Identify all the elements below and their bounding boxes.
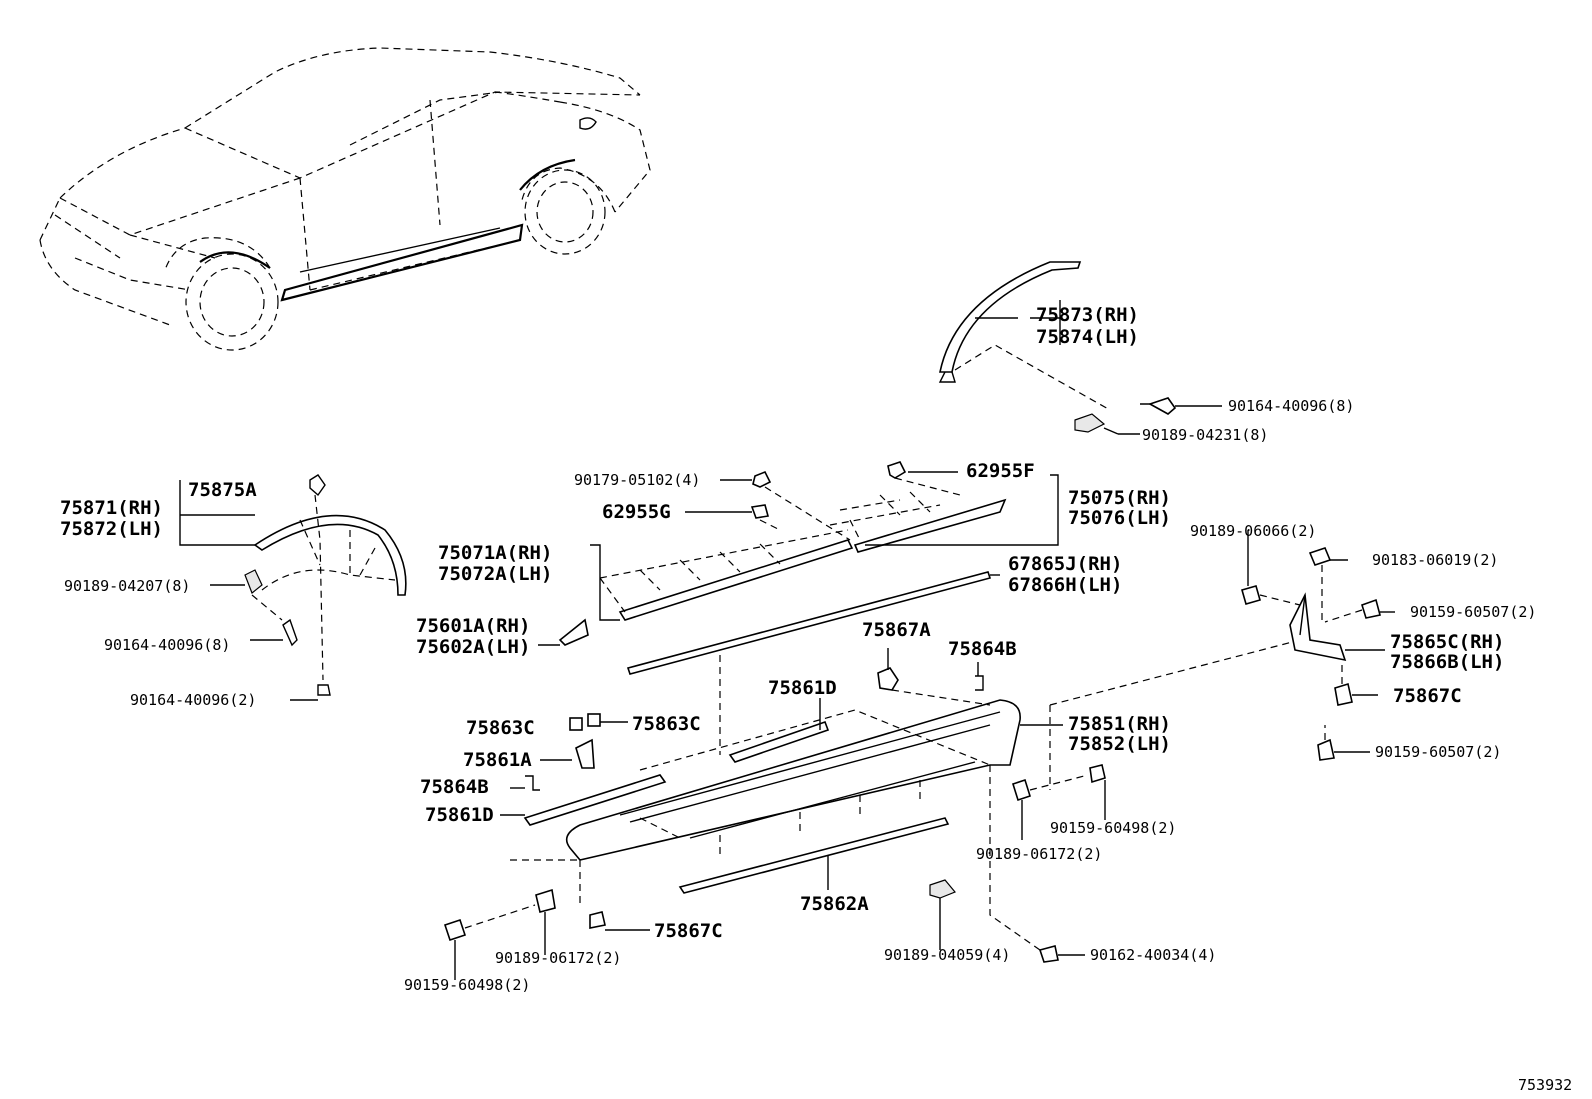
label-75862a: 75862A <box>800 893 869 915</box>
label-90164-40096-2: 90164-40096(2) <box>130 691 256 709</box>
label-75873-rh: 75873(RH) <box>1036 304 1139 326</box>
label-75875a: 75875A <box>188 479 257 501</box>
label-75863c-left: 75863C <box>466 717 535 739</box>
label-75601a-rh: 75601A(RH) <box>416 615 530 637</box>
leader-lines <box>210 300 1395 980</box>
label-62955f: 62955F <box>966 460 1035 482</box>
label-67866h-lh: 67866H(LH) <box>1008 574 1122 596</box>
label-90164-40096-8-top: 90164-40096(8) <box>1228 397 1354 415</box>
fasteners <box>443 764 1106 963</box>
label-90159-60507-2-b: 90159-60507(2) <box>1375 743 1501 761</box>
label-75865c-rh: 75865C(RH) <box>1390 631 1504 653</box>
rocker-panel <box>510 639 1301 951</box>
label-90179-05102-4: 90179-05102(4) <box>574 471 700 489</box>
label-90183-06019-2: 90183-06019(2) <box>1372 551 1498 569</box>
door-mouldings <box>558 461 1007 675</box>
label-90162-40034-4: 90162-40034(4) <box>1090 946 1216 964</box>
label-90159-60498-2-right: 90159-60498(2) <box>1050 819 1176 837</box>
label-75864b-left: 75864B <box>420 776 489 798</box>
rear-arch-moulding <box>938 261 1200 435</box>
label-90189-04207-8: 90189-04207(8) <box>64 577 190 595</box>
label-75864b-top: 75864B <box>948 638 1017 660</box>
front-arch-moulding <box>179 474 407 696</box>
label-75851-rh: 75851(RH) <box>1068 713 1171 735</box>
label-90189-04231-8: 90189-04231(8) <box>1142 426 1268 444</box>
label-75872-lh: 75872(LH) <box>60 518 163 540</box>
label-90159-60498-2-left: 90159-60498(2) <box>404 976 530 994</box>
label-75075-rh: 75075(RH) <box>1068 487 1171 509</box>
label-75863c-right: 75863C <box>632 713 701 735</box>
label-75861d-top: 75861D <box>768 677 837 699</box>
label-90189-06172-2-left: 90189-06172(2) <box>495 949 621 967</box>
label-90159-60507-2-a: 90159-60507(2) <box>1410 603 1536 621</box>
label-90189-04059-4: 90189-04059(4) <box>884 946 1010 964</box>
label-75871-rh: 75871(RH) <box>60 497 163 519</box>
car-illustration <box>39 47 651 351</box>
label-62955g: 62955G <box>602 501 671 523</box>
label-75874-lh: 75874(LH) <box>1036 326 1139 348</box>
label-75866b-lh: 75866B(LH) <box>1390 651 1504 673</box>
label-75867c-right: 75867C <box>1393 685 1462 707</box>
label-67865j-rh: 67865J(RH) <box>1008 553 1122 575</box>
figure-id: 753932 <box>1518 1076 1572 1094</box>
label-75852-lh: 75852(LH) <box>1068 733 1171 755</box>
label-75072a-lh: 75072A(LH) <box>438 563 552 585</box>
label-75861d-left: 75861D <box>425 804 494 826</box>
label-90164-40096-8-left: 90164-40096(8) <box>104 636 230 654</box>
label-75867a: 75867A <box>862 619 931 641</box>
label-75071a-rh: 75071A(RH) <box>438 542 552 564</box>
label-90189-06066-2: 90189-06066(2) <box>1190 522 1316 540</box>
label-90189-06172-2-right: 90189-06172(2) <box>976 845 1102 863</box>
label-75602a-lh: 75602A(LH) <box>416 636 530 658</box>
label-75861a: 75861A <box>463 749 532 771</box>
rear-bracket <box>1241 547 1381 761</box>
label-75076-lh: 75076(LH) <box>1068 507 1171 529</box>
part-labels: 75873(RH) 75874(LH) 90164-40096(8) 90189… <box>60 304 1536 994</box>
label-75867c-bottom: 75867C <box>654 920 723 942</box>
